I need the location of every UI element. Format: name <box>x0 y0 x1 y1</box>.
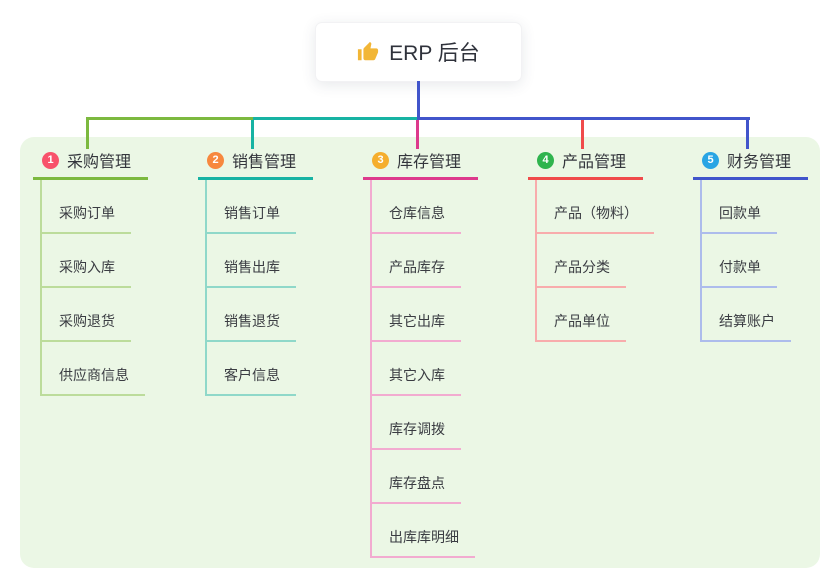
child-node[interactable]: 回款单 <box>700 203 777 234</box>
branch-header[interactable]: 5 财务管理 <box>693 137 808 180</box>
branch-children: 销售订单销售出库销售退货客户信息 <box>198 180 313 396</box>
child-node[interactable]: 产品库存 <box>370 257 461 288</box>
root-connector <box>417 81 420 119</box>
child-row: 采购退货 <box>33 288 148 342</box>
child-row: 供应商信息 <box>33 342 148 396</box>
child-node[interactable]: 采购订单 <box>40 203 131 234</box>
branch-4: 4 产品管理 产品（物料） 产品分类产品单位 <box>528 137 654 342</box>
root-label: ERP 后台 <box>389 42 480 65</box>
branch-child-spine <box>535 180 537 341</box>
branch-connector-4 <box>581 117 584 149</box>
child-node[interactable]: 采购退货 <box>40 311 131 342</box>
child-node[interactable]: 销售退货 <box>205 311 296 342</box>
child-row: 其它入库 <box>363 342 478 396</box>
branches-panel <box>20 137 820 568</box>
branch-header[interactable]: 3 库存管理 <box>363 137 478 180</box>
child-row: 结算账户 <box>693 288 808 342</box>
child-row: 出库库明细 <box>363 504 478 558</box>
child-row: 付款单 <box>693 234 808 288</box>
child-row: 客户信息 <box>198 342 313 396</box>
branch-header[interactable]: 4 产品管理 <box>528 137 643 180</box>
thumbs-up-icon <box>357 41 379 63</box>
child-node[interactable]: 其它出库 <box>370 311 461 342</box>
child-node[interactable]: 付款单 <box>700 257 777 288</box>
child-row: 采购订单 <box>33 180 148 234</box>
branch-child-spine <box>370 180 372 557</box>
child-node[interactable]: 结算账户 <box>700 311 791 342</box>
child-row: 产品分类 <box>528 234 643 288</box>
child-node[interactable]: 产品（物料） <box>535 203 654 234</box>
branch-5: 5 财务管理 回款单付款单结算账户 <box>693 137 808 342</box>
branch-children: 产品（物料） 产品分类产品单位 <box>528 180 654 342</box>
branch-label: 财务管理 <box>727 154 792 171</box>
branch-number-badge: 1 <box>42 151 59 169</box>
branch-number-badge: 3 <box>372 151 389 169</box>
child-node[interactable]: 销售出库 <box>205 257 296 288</box>
branch-child-spine <box>40 180 42 395</box>
child-node[interactable]: 客户信息 <box>205 365 296 396</box>
branch-2: 2 销售管理 销售订单销售出库销售退货客户信息 <box>198 137 313 396</box>
child-row: 销售出库 <box>198 234 313 288</box>
branch-header[interactable]: 2 销售管理 <box>198 137 313 180</box>
branch-label: 库存管理 <box>397 154 462 171</box>
child-row: 回款单 <box>693 180 808 234</box>
branch-number-badge: 5 <box>702 151 719 169</box>
child-row: 产品库存 <box>363 234 478 288</box>
child-row: 销售订单 <box>198 180 313 234</box>
child-row: 采购入库 <box>33 234 148 288</box>
root-node-erp[interactable]: ERP 后台 <box>315 22 522 82</box>
branch-children: 仓库信息产品库存其它出库其它入库库存调拨库存盘点出库库明细 <box>363 180 478 558</box>
branch-number-badge: 2 <box>207 151 224 169</box>
child-row: 产品单位 <box>528 288 643 342</box>
branch-child-spine <box>205 180 207 395</box>
child-node[interactable]: 产品单位 <box>535 311 626 342</box>
branch-connector-5 <box>746 117 749 149</box>
branch-header[interactable]: 1 采购管理 <box>33 137 148 180</box>
child-node[interactable]: 仓库信息 <box>370 203 461 234</box>
branch-connector-2 <box>251 117 254 149</box>
branch-children: 采购订单采购入库采购退货供应商信息 <box>33 180 148 396</box>
branch-1: 1 采购管理 采购订单采购入库采购退货供应商信息 <box>33 137 148 396</box>
connector-bus-segment <box>417 117 750 120</box>
child-node[interactable]: 库存盘点 <box>370 473 461 504</box>
child-node[interactable]: 销售订单 <box>205 203 296 234</box>
child-node[interactable]: 采购入库 <box>40 257 131 288</box>
branch-number-badge: 4 <box>537 151 554 169</box>
child-node[interactable]: 产品分类 <box>535 257 626 288</box>
branch-connector-3 <box>416 117 419 149</box>
child-row: 库存调拨 <box>363 396 478 450</box>
branch-3: 3 库存管理 仓库信息产品库存其它出库其它入库库存调拨库存盘点出库库明细 <box>363 137 478 558</box>
branch-label: 采购管理 <box>67 154 132 171</box>
connector-bus-segment <box>253 117 419 120</box>
connector-bus-segment <box>86 117 254 120</box>
branch-children: 回款单付款单结算账户 <box>693 180 808 342</box>
branch-label: 产品管理 <box>562 154 627 171</box>
child-node[interactable]: 库存调拨 <box>370 419 461 450</box>
child-row: 产品（物料） <box>528 180 654 234</box>
branch-connector-1 <box>86 117 89 149</box>
child-row: 仓库信息 <box>363 180 478 234</box>
branch-label: 销售管理 <box>232 154 297 171</box>
child-node[interactable]: 供应商信息 <box>40 365 145 396</box>
child-node[interactable]: 其它入库 <box>370 365 461 396</box>
child-node[interactable]: 出库库明细 <box>370 527 475 558</box>
child-row: 其它出库 <box>363 288 478 342</box>
child-row: 库存盘点 <box>363 450 478 504</box>
child-row: 销售退货 <box>198 288 313 342</box>
branch-child-spine <box>700 180 702 341</box>
